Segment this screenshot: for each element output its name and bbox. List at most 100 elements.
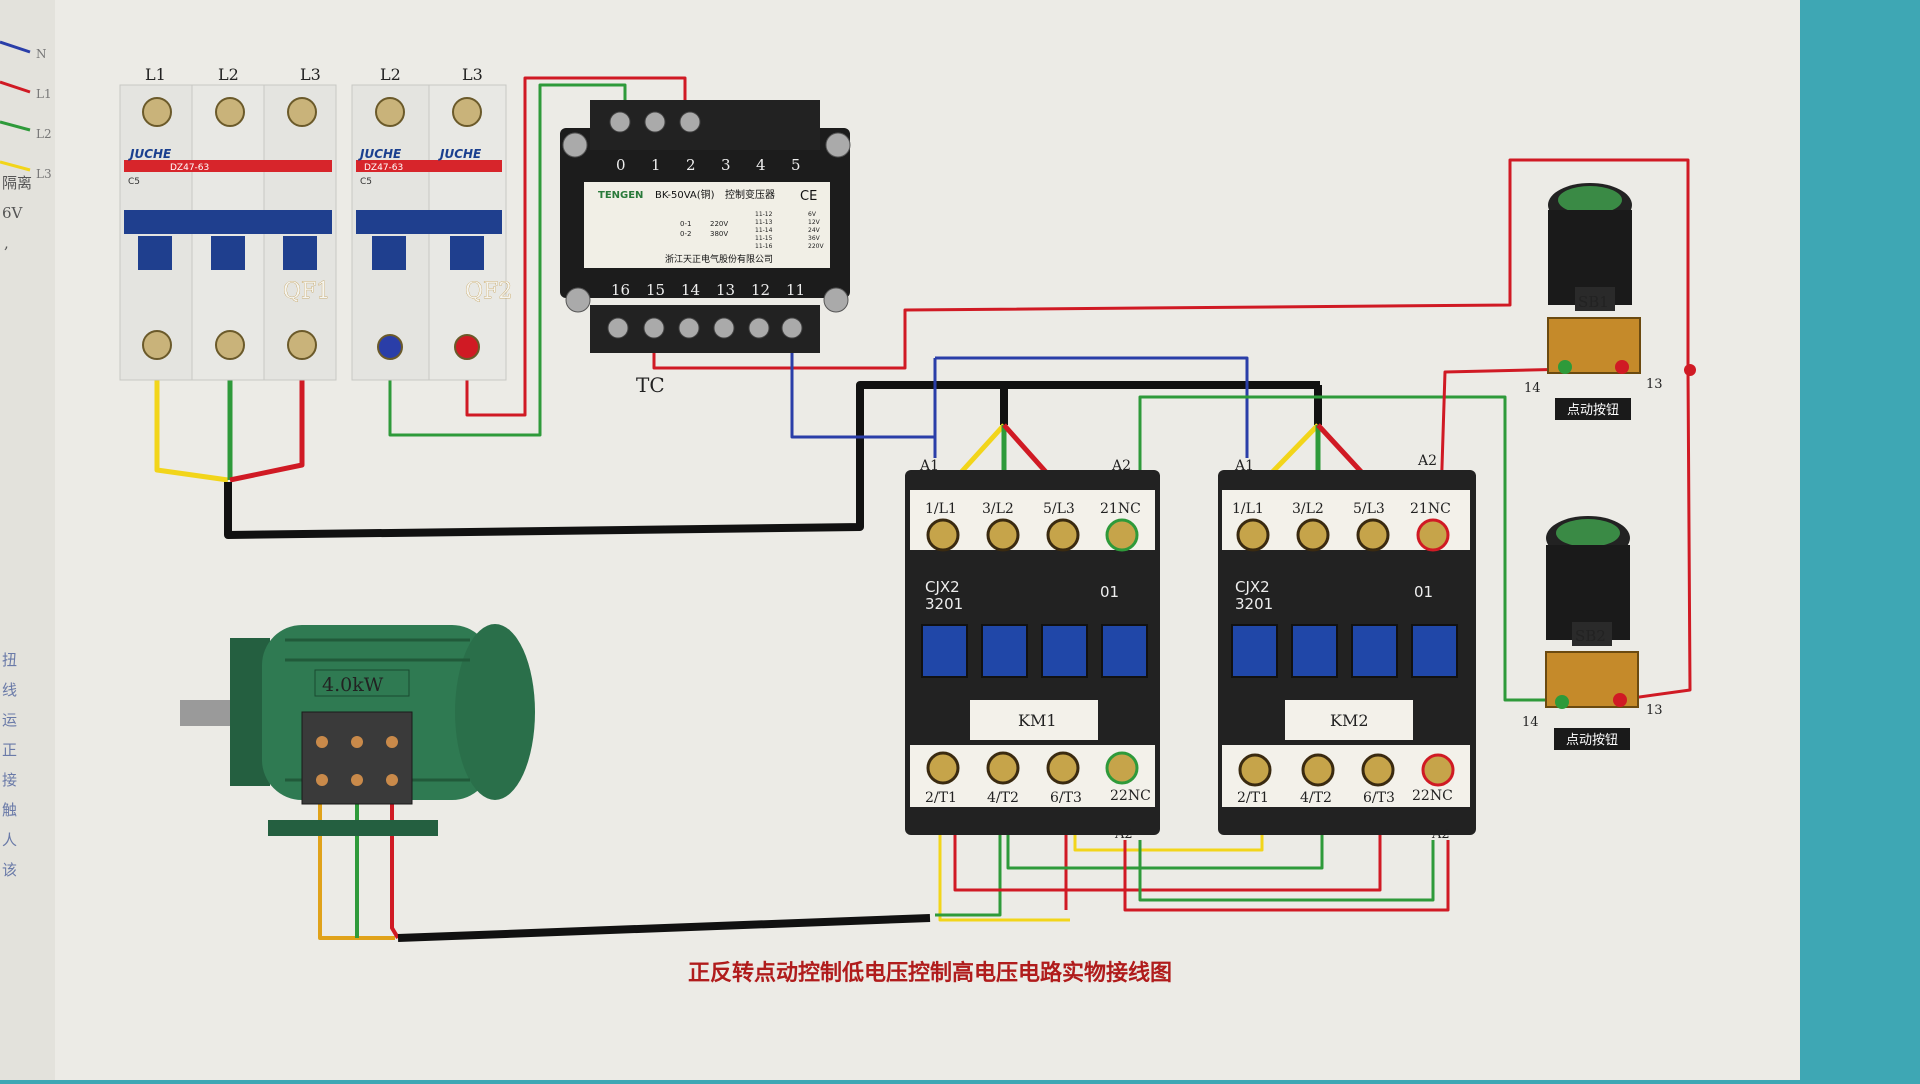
sb2-caption-plate bbox=[1554, 728, 1630, 750]
sb1-label: SB1 bbox=[1578, 293, 1609, 311]
km1-term-22nc: 22NC bbox=[1110, 788, 1151, 804]
tc-top-1: 1 bbox=[651, 156, 661, 174]
tc-out-volt-3: 24V bbox=[808, 227, 821, 234]
sb1-green-face[interactable] bbox=[1558, 186, 1622, 214]
tc-model: BK-50VA(铜) bbox=[655, 189, 715, 201]
qf1-rating: C5 bbox=[128, 177, 140, 187]
pushbutton-sb1[interactable]: SB1 14 13 点动按钮 bbox=[1524, 183, 1663, 420]
km1-a1: A1 bbox=[919, 458, 939, 474]
breaker-qf2[interactable]: L2 L3 JUCHE JUCHE DZ47-63 C5 QF2 bbox=[351, 65, 513, 381]
qf2-out-1 bbox=[377, 334, 403, 360]
qf1-toggle-3[interactable] bbox=[283, 236, 317, 270]
qf1-toggle-1[interactable] bbox=[138, 236, 172, 270]
wire-a2-green bbox=[1138, 840, 1435, 902]
pushbutton-sb2[interactable]: SB2 14 13 点动按钮 bbox=[1522, 516, 1663, 750]
side-text-2: 6V bbox=[2, 204, 24, 222]
km2-label-plate bbox=[1285, 700, 1413, 740]
km2-term-22nc: 22NC bbox=[1412, 788, 1453, 804]
km2-window-3 bbox=[1351, 624, 1398, 678]
tc-top-2: 2 bbox=[686, 156, 696, 174]
breaker-qf1[interactable]: L1 L2 L3 JUCHE C5 DZ47-63 QF1 bbox=[119, 65, 337, 381]
qf2-label: QF2 bbox=[465, 279, 512, 304]
tc-maker: 浙江天正电气股份有限公司 bbox=[665, 253, 773, 265]
wire-km1-t2 bbox=[935, 815, 1002, 917]
qf1-label-l2: L2 bbox=[218, 65, 239, 84]
motor-power-label: 4.0kW bbox=[322, 674, 384, 696]
page-gutter bbox=[0, 0, 55, 1080]
tc-bot-16: 16 bbox=[611, 281, 630, 299]
sb2-label: SB2 bbox=[1575, 627, 1606, 645]
km1-term-l2: 3/L2 bbox=[982, 501, 1014, 517]
km2-term-21nc: 21NC bbox=[1410, 501, 1451, 517]
km1-a2: A2 bbox=[1111, 458, 1131, 474]
wire-blue-a1-km2 bbox=[935, 356, 1249, 458]
tc-type: 控制变压器 bbox=[725, 188, 775, 201]
control-transformer-tc[interactable]: 0 1 2 3 4 5 TENGEN BK-50VA(铜) 控制变压器 CE 0… bbox=[560, 100, 851, 397]
km1-model-2: 3201 bbox=[925, 595, 963, 613]
qf1-label: QF1 bbox=[283, 279, 330, 304]
qf2-terminal-l2 bbox=[375, 97, 405, 127]
tc-top-5: 5 bbox=[791, 156, 801, 174]
tc-in-code-1: 0-1 bbox=[680, 220, 691, 228]
tc-out-code-1: 11-12 bbox=[755, 211, 773, 218]
motor-nameplate bbox=[314, 669, 410, 697]
qf1-brand: JUCHE bbox=[128, 147, 172, 161]
junction-sb-red bbox=[1684, 364, 1696, 376]
qf1-handle-bar[interactable] bbox=[124, 210, 332, 234]
km2-model-2: 3201 bbox=[1235, 595, 1273, 613]
km2-term-l1: 1/L1 bbox=[1232, 501, 1264, 517]
km2-term-t3: 6/T3 bbox=[1363, 790, 1395, 806]
km2-term-l2: 3/L2 bbox=[1292, 501, 1324, 517]
wire-cross-red bbox=[953, 815, 1382, 892]
km2-term-t2: 4/T2 bbox=[1300, 790, 1332, 806]
side-text-11: 该 bbox=[2, 861, 17, 879]
motor-terminal-box bbox=[301, 711, 413, 805]
sb1-caption-plate bbox=[1555, 398, 1631, 420]
qf2-toggle-1[interactable] bbox=[372, 236, 406, 270]
tc-label: TC bbox=[636, 373, 665, 397]
tc-top-4: 4 bbox=[756, 156, 766, 174]
km2-a1: A1 bbox=[1234, 458, 1254, 474]
side-text-5: 线 bbox=[2, 681, 17, 699]
side-text-1: 隔离 bbox=[2, 174, 32, 192]
legend-l1: L1 bbox=[36, 87, 52, 101]
diagram-caption: 正反转点动控制低电压控制高电压电路实物接线图 bbox=[688, 960, 1172, 986]
km1-a2-bottom: A2 bbox=[1114, 827, 1133, 842]
side-text-9: 触 bbox=[2, 801, 17, 819]
wire-tc-blue-a1 bbox=[790, 335, 937, 458]
sb2-term-14: 14 bbox=[1522, 715, 1539, 730]
side-text-6: 运 bbox=[2, 711, 17, 729]
contactor-km2[interactable]: 1/L1 3/L2 5/L3 21NC A1 A2 CJX2 3201 01 K… bbox=[1218, 453, 1476, 842]
km1-term-t1: 2/T1 bbox=[925, 790, 957, 806]
three-phase-motor: 4.0kW bbox=[180, 624, 535, 836]
km2-window-1 bbox=[1231, 624, 1278, 678]
side-text-8: 接 bbox=[2, 771, 17, 789]
qf1-out-2 bbox=[215, 330, 245, 360]
wire-tc-red-sb bbox=[652, 158, 1690, 370]
qf1-label-l1: L1 bbox=[145, 65, 166, 84]
wire-motor-u bbox=[318, 790, 395, 940]
side-text-7: 正 bbox=[2, 741, 17, 759]
contactor-km1[interactable]: 1/L1 3/L2 5/L3 21NC A1 A2 CJX2 3201 01 K… bbox=[905, 458, 1160, 842]
km2-aux: 01 bbox=[1414, 583, 1433, 601]
km1-window-1 bbox=[921, 624, 968, 678]
tc-ce-mark: CE bbox=[800, 189, 817, 204]
tc-bot-15: 15 bbox=[646, 281, 665, 299]
qf2-label-l2: L2 bbox=[380, 65, 401, 84]
qf2-model: DZ47-63 bbox=[364, 163, 403, 173]
tc-in-code-2: 0-2 bbox=[680, 230, 691, 238]
qf2-handle-bar[interactable] bbox=[356, 210, 502, 234]
wire-qf2-red bbox=[465, 76, 687, 417]
sb2-green-face[interactable] bbox=[1556, 519, 1620, 547]
tc-top-3: 3 bbox=[721, 156, 731, 174]
qf1-toggle-2[interactable] bbox=[211, 236, 245, 270]
qf2-rating: C5 bbox=[360, 177, 372, 187]
tc-brand: TENGEN bbox=[598, 190, 643, 201]
tc-out-volt-5: 220V bbox=[808, 243, 824, 250]
motor-base bbox=[268, 820, 438, 836]
qf2-toggle-2[interactable] bbox=[450, 236, 484, 270]
km2-window-4 bbox=[1411, 624, 1458, 678]
km2-a2-bottom: A2 bbox=[1431, 827, 1450, 842]
km1-model-1: CJX2 bbox=[925, 578, 960, 596]
qf2-brand-1: JUCHE bbox=[358, 147, 402, 161]
